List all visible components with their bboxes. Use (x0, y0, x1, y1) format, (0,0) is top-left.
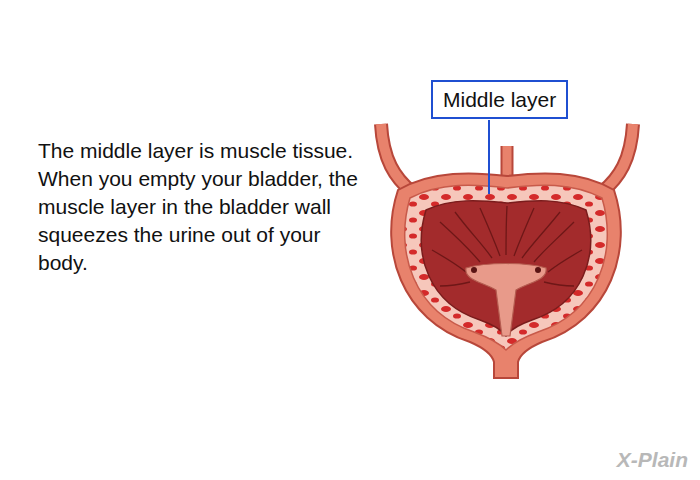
ureter (602, 124, 633, 192)
trigone (466, 264, 546, 337)
ureter-opening (535, 267, 541, 273)
callout-label: Middle layer (443, 88, 556, 111)
ureter (381, 124, 412, 192)
muscle-layer (405, 185, 608, 350)
description-text: The middle layer is muscle tissue. When … (38, 137, 368, 277)
outer-layer (391, 173, 621, 378)
inner-lining (421, 201, 590, 336)
callout-box: Middle layer (431, 80, 568, 119)
ureter (602, 124, 633, 192)
ureter (381, 124, 412, 192)
ureter-opening (471, 267, 477, 273)
watermark: X-Plain (617, 448, 688, 472)
leader-line (488, 120, 490, 194)
